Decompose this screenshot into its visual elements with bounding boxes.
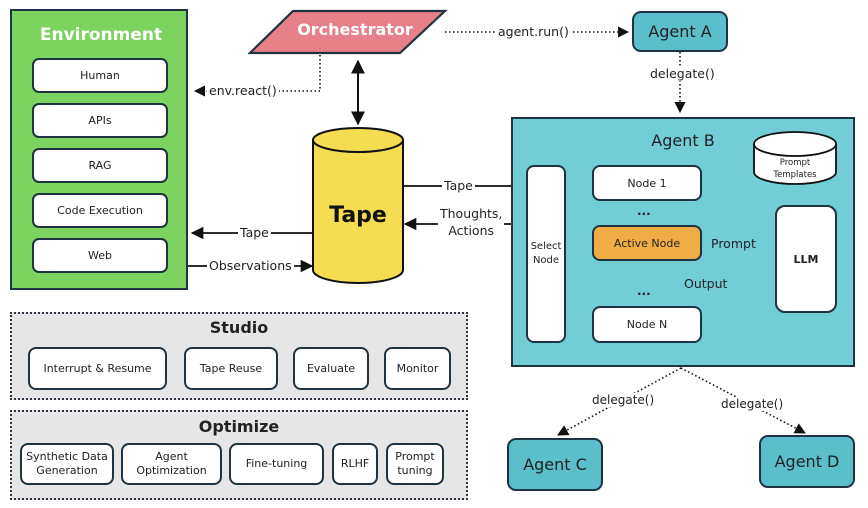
agent-a[interactable]: Agent A [632, 11, 728, 52]
studio-evaluate[interactable]: Evaluate [293, 347, 369, 390]
delegate-b-d-label: delegate() [719, 397, 786, 411]
select-node[interactable]: Select Node [526, 165, 566, 343]
optimize-fine-tuning[interactable]: Fine-tuning [229, 443, 324, 485]
observations-label: Observations [207, 258, 294, 273]
thoughts-actions-label: Thoughts, Actions [438, 206, 505, 238]
environment-title: Environment [39, 25, 163, 45]
delegate-b-c-label: delegate() [590, 393, 657, 407]
env-item-apis[interactable]: APIs [32, 103, 168, 138]
actions-label: Actions [448, 223, 495, 238]
optimize-title: Optimize [198, 417, 280, 436]
studio-title: Studio [209, 318, 269, 337]
node-1[interactable]: Node 1 [592, 165, 702, 201]
llm-box[interactable]: LLM [775, 205, 837, 313]
prompt-templates-line1: Prompt [779, 158, 811, 168]
synthetic-data-line1: Synthetic Data [26, 450, 108, 463]
studio-panel: Studio Interrupt & Resume Tape Reuse Eva… [10, 312, 468, 400]
agent-b-title: Agent B [651, 131, 715, 150]
tape-label: Tape [329, 203, 387, 228]
synthetic-data-line2: Generation [36, 464, 98, 477]
env-item-web[interactable]: Web [32, 238, 168, 273]
thoughts-label: Thoughts, [440, 206, 503, 221]
env-item-code-execution[interactable]: Code Execution [32, 193, 168, 228]
env-item-rag[interactable]: RAG [32, 148, 168, 183]
prompt-tuning-line1: Prompt [395, 450, 435, 463]
orchestrator-shape[interactable] [248, 9, 448, 55]
env-react-connector [193, 55, 321, 97]
agent-d[interactable]: Agent D [759, 435, 855, 488]
select-node-line2: Node [532, 255, 560, 266]
studio-tape-reuse[interactable]: Tape Reuse [184, 347, 278, 390]
prompt-templates-line2: Templates [773, 170, 817, 180]
ellipsis-bottom: ... [637, 284, 651, 298]
env-item-human[interactable]: Human [32, 58, 168, 93]
prompt-templates-cylinder [753, 131, 837, 185]
studio-monitor[interactable]: Monitor [384, 347, 451, 390]
environment-container: Environment Human APIs RAG Code Executio… [10, 9, 188, 290]
tape-to-agent-label: Tape [442, 178, 475, 193]
output-label: Output [682, 276, 730, 291]
agent-run-label: agent.run() [496, 24, 571, 39]
studio-interrupt-resume[interactable]: Interrupt & Resume [28, 347, 167, 390]
optimize-rlhf[interactable]: RLHF [332, 443, 378, 485]
orchestrator-label: Orchestrator [297, 20, 413, 39]
tape-cylinder[interactable] [311, 126, 405, 286]
select-node-label: Select Node [531, 240, 562, 268]
delegate-a-b-label: delegate() [648, 66, 717, 81]
prompt-tuning-line2: tuning [397, 464, 433, 477]
agent-optimization-line1: Agent [155, 450, 188, 463]
node-n[interactable]: Node N [592, 306, 702, 343]
prompt-templates-label: Prompt Templates [752, 157, 838, 181]
prompt-label: Prompt [709, 236, 758, 251]
env-react-label: env.react() [207, 83, 279, 98]
active-node[interactable]: Active Node [592, 225, 702, 261]
tape-to-env-label: Tape [238, 225, 271, 240]
delegate-b-c-connector [557, 367, 682, 436]
agent-optimization-line2: Optimization [136, 464, 207, 477]
select-node-line1: Select [530, 241, 562, 252]
delegate-b-d-connector [680, 367, 806, 434]
agent-c[interactable]: Agent C [507, 438, 603, 491]
ellipsis-top: ... [637, 204, 651, 218]
